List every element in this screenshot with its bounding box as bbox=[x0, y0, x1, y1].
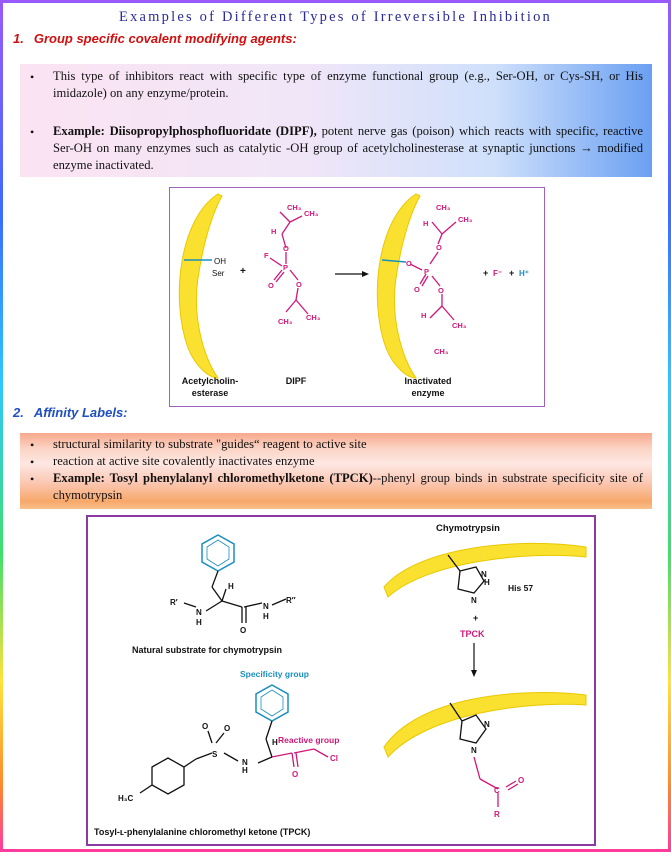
dipf-example-bold: Example: Diisopropylphosphofluoridate (D… bbox=[53, 124, 317, 138]
n-label: N bbox=[471, 596, 477, 605]
bullet-dot: • bbox=[30, 438, 35, 452]
enzyme-surface-1 bbox=[178, 193, 223, 379]
h-label: H bbox=[196, 618, 202, 627]
o-label: O bbox=[268, 281, 274, 290]
section2-heading: 2. Affinity Labels: bbox=[13, 405, 128, 420]
ch3-label: CH₃ bbox=[452, 321, 467, 330]
o-label: O bbox=[202, 722, 208, 731]
h-label: H bbox=[242, 766, 248, 775]
n-label: N bbox=[242, 758, 248, 767]
dipf-example-text: potent nerve gas (poison) which reacts w… bbox=[53, 124, 644, 172]
plus-sign: + bbox=[240, 266, 246, 277]
ch3-label: CH₃ bbox=[436, 203, 451, 212]
h-label: H bbox=[228, 582, 234, 591]
r-label: R bbox=[494, 810, 500, 819]
acetylcholinesterase-label-2: esterase bbox=[192, 388, 229, 398]
section2-bullet-3: Example: Tosyl phenylalanyl chloromethyl… bbox=[53, 470, 643, 504]
bullet-dot: • bbox=[30, 125, 35, 139]
section1-number: 1. bbox=[13, 31, 24, 46]
ch3-label: CH₃ bbox=[304, 209, 319, 218]
h-label: H bbox=[263, 612, 269, 621]
h-label: H bbox=[271, 227, 276, 236]
bullet-dot: • bbox=[30, 70, 35, 84]
h-label: H bbox=[421, 311, 426, 320]
tpck-diagram: H R′ N H O N H R″ Natural substrate for … bbox=[94, 523, 587, 837]
tpck-label: TPCK bbox=[460, 629, 485, 639]
proton-label: H⁺ bbox=[519, 269, 529, 278]
o-label: O bbox=[296, 280, 302, 289]
o-label: O bbox=[518, 776, 524, 785]
natural-substrate-label: Natural substrate for chymotrypsin bbox=[132, 645, 282, 655]
chymotrypsin-label: Chymotrypsin bbox=[436, 523, 500, 534]
r-prime-label: R′ bbox=[170, 598, 178, 607]
s-label: S bbox=[212, 750, 218, 759]
ser-label: Ser bbox=[212, 269, 225, 278]
tpck-example-bold: Example: Tosyl phenylalanyl chloromethyl… bbox=[53, 471, 373, 485]
n-label: N bbox=[196, 608, 202, 617]
ch3-label: CH₃ bbox=[287, 203, 302, 212]
h3c-label: H₃C bbox=[118, 794, 133, 803]
h-label: H bbox=[484, 578, 490, 587]
reactive-group-label: Reactive group bbox=[278, 735, 339, 745]
p-label: P bbox=[283, 263, 288, 272]
section2-bullet-2: reaction at active site covalently inact… bbox=[53, 454, 315, 468]
plus-sign: + bbox=[509, 268, 514, 278]
n-label: N bbox=[484, 720, 490, 729]
o-label: O bbox=[283, 244, 289, 253]
inactivated-label-2: enzyme bbox=[411, 388, 444, 398]
o-label: O bbox=[438, 286, 444, 295]
enzyme-surface-2 bbox=[376, 193, 421, 379]
fluoride-label: F⁻ bbox=[493, 269, 502, 278]
r-dprime-label: R″ bbox=[286, 596, 296, 605]
section1-bullet-1: This type of inhibitors react with speci… bbox=[53, 69, 643, 100]
section1-box bbox=[20, 64, 652, 177]
h-label: H bbox=[272, 738, 278, 747]
o-label: O bbox=[224, 724, 230, 733]
tpck-example-text: --phenyl group binds in substrate specif… bbox=[53, 471, 643, 502]
section2-number: 2. bbox=[13, 405, 24, 420]
o-label: O bbox=[240, 626, 246, 635]
n-label: N bbox=[263, 602, 269, 611]
section2-bullet-1: structural similarity to substrate "guid… bbox=[53, 437, 367, 451]
o-label: O bbox=[436, 243, 442, 252]
page-title: Examples of Different Types of Irreversi… bbox=[119, 9, 552, 25]
dipf-reaction-diagram: OH Ser + CH₃ CH₃ H O F P O O CH₃ CH₃ CH₃… bbox=[178, 193, 529, 398]
section1-bullet-2: Example: Diisopropylphosphofluoridate (D… bbox=[53, 123, 643, 174]
chymotrypsin-surface-1 bbox=[383, 542, 587, 598]
section2-box bbox=[20, 433, 652, 509]
p-label: P bbox=[424, 267, 429, 276]
inactivated-label-1: Inactivated bbox=[404, 376, 451, 386]
tpck-full-label: Tosyl-ʟ-phenylalanine chloromethyl keton… bbox=[94, 827, 310, 837]
oh-label: OH bbox=[214, 257, 226, 266]
o-label: O bbox=[406, 259, 412, 268]
ch3-label: CH₃ bbox=[306, 313, 321, 322]
his57-label: His 57 bbox=[508, 583, 533, 593]
n-label: N bbox=[481, 570, 487, 579]
ch3-label: CH₃ bbox=[434, 347, 449, 356]
section1-heading: 1. Group specific covalent modifying agen… bbox=[13, 31, 297, 46]
specificity-group-label: Specificity group bbox=[240, 669, 309, 679]
acetylcholinesterase-label-1: Acetylcholin- bbox=[182, 376, 239, 386]
f-label: F bbox=[264, 251, 269, 260]
h-label: H bbox=[423, 219, 428, 228]
bullet-dot: • bbox=[30, 472, 35, 486]
plus-sign: + bbox=[473, 613, 478, 623]
o-label: O bbox=[414, 285, 420, 294]
plus-sign: + bbox=[483, 268, 488, 278]
ch3-label: CH₃ bbox=[458, 215, 473, 224]
tpck-affinity-figure: H R′ N H O N H R″ Natural substrate for … bbox=[86, 515, 596, 846]
n-label: N bbox=[471, 746, 477, 755]
section1-heading-text: Group specific covalent modifying agents… bbox=[33, 31, 297, 46]
dipf-label: DIPF bbox=[286, 376, 307, 386]
cl-label: Cl bbox=[330, 754, 338, 763]
bullet-dot: • bbox=[30, 455, 35, 469]
ch3-label: CH₃ bbox=[278, 317, 293, 326]
chymotrypsin-surface-2 bbox=[383, 692, 587, 758]
o-label: O bbox=[292, 770, 298, 779]
dipf-reaction-figure: OH Ser + CH₃ CH₃ H O F P O O CH₃ CH₃ CH₃… bbox=[169, 187, 545, 407]
tolyl-ring bbox=[151, 757, 185, 795]
section2-heading-text: Affinity Labels: bbox=[33, 405, 128, 420]
c-label: C bbox=[494, 786, 500, 795]
